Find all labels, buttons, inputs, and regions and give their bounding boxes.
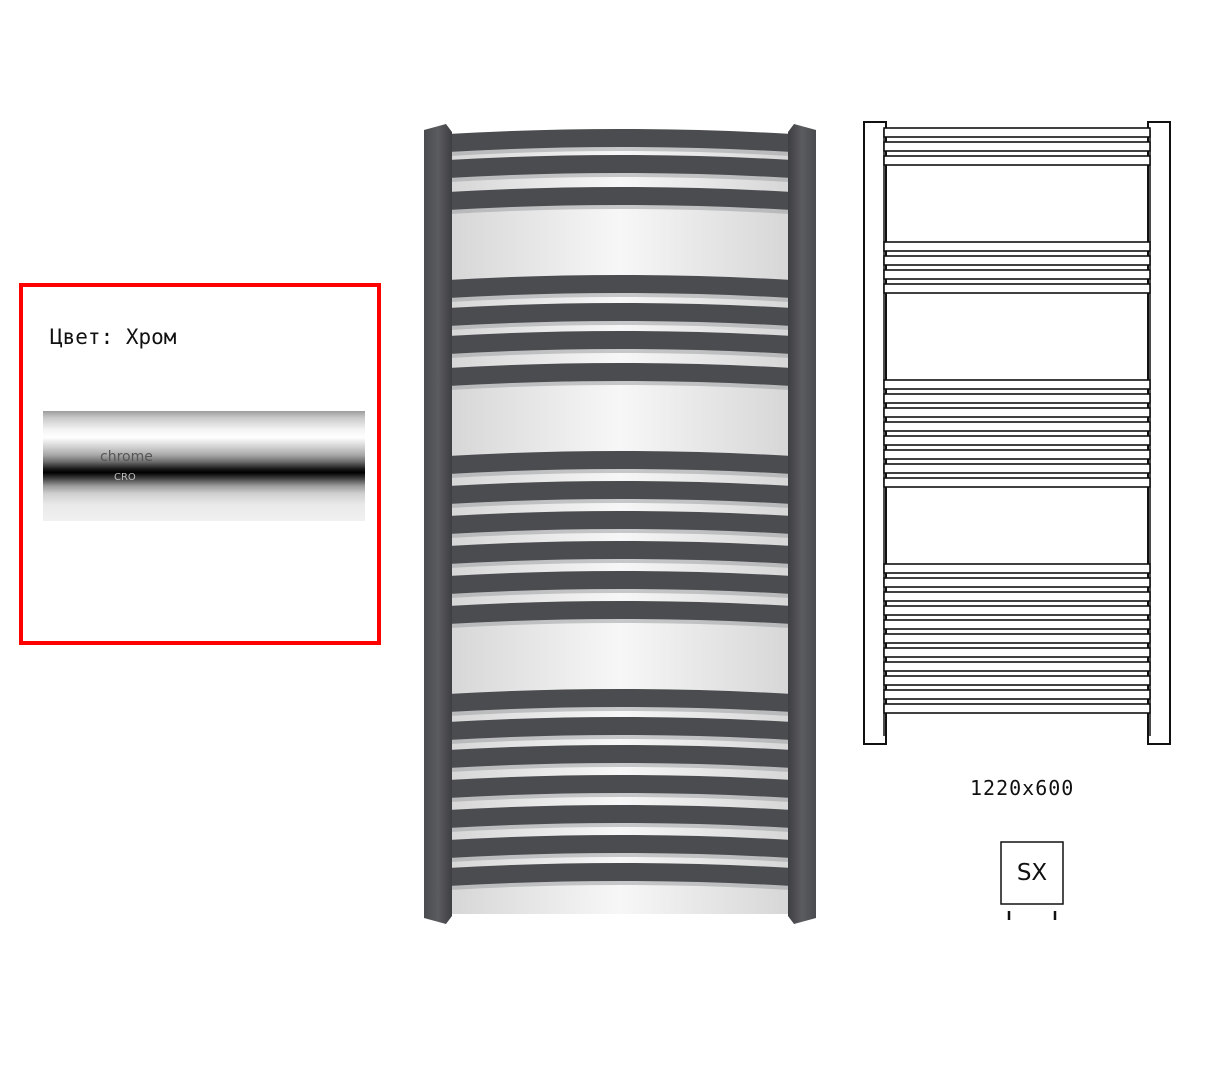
drawing-bar xyxy=(883,421,1151,432)
drawing-bar xyxy=(883,407,1151,418)
drawing-bar xyxy=(883,591,1151,602)
drawing-bar xyxy=(883,283,1151,294)
drawing-right-rail xyxy=(1147,121,1171,745)
radiator-bar xyxy=(448,745,792,768)
chrome-swatch: chrome CRO xyxy=(43,411,365,521)
drawing-bar xyxy=(883,563,1151,574)
radiator-bar xyxy=(448,363,792,386)
radiator-bar xyxy=(448,775,792,798)
radiator-right-rail xyxy=(788,124,816,924)
drawing-left-rail xyxy=(863,121,887,745)
connection-label: SX xyxy=(1016,860,1048,886)
drawing-bar xyxy=(883,127,1151,138)
radiator-bar xyxy=(448,303,792,326)
drawing-bar xyxy=(883,393,1151,404)
radiator-bar xyxy=(448,129,792,152)
radiator-left-rail xyxy=(424,124,452,924)
radiator-bar xyxy=(448,331,792,354)
radiator-bar xyxy=(448,805,792,828)
drawing-bar xyxy=(883,155,1151,166)
connection-icon xyxy=(1000,841,1064,920)
drawing-bar xyxy=(883,577,1151,588)
radiator-bar xyxy=(448,275,792,298)
color-panel: Цвет: Хром chrome CRO xyxy=(19,283,381,645)
drawing-bar xyxy=(883,689,1151,700)
radiator-bar xyxy=(448,187,792,210)
color-label: Цвет: Хром xyxy=(50,325,177,349)
drawing-bar xyxy=(883,435,1151,446)
radiator-bar xyxy=(448,511,792,534)
drawing-bar xyxy=(883,647,1151,658)
drawing-bar xyxy=(883,379,1151,390)
size-label: 1220x600 xyxy=(970,776,1075,800)
radiator-bar xyxy=(448,863,792,886)
radiator-bar xyxy=(448,601,792,624)
drawing-bar xyxy=(883,477,1151,488)
swatch-name: chrome xyxy=(100,449,153,465)
drawing-bar xyxy=(883,241,1151,252)
radiator-bar xyxy=(448,451,792,474)
radiator-product-image xyxy=(424,124,816,924)
radiator-bar xyxy=(448,689,792,712)
radiator-bars xyxy=(448,129,792,890)
radiator-bar xyxy=(448,571,792,594)
drawing-bar xyxy=(883,703,1151,714)
drawing-bar xyxy=(883,463,1151,474)
radiator-bar xyxy=(448,155,792,178)
drawing-bar xyxy=(883,255,1151,266)
drawing-bar xyxy=(883,269,1151,280)
radiator-bar xyxy=(448,717,792,740)
radiator-technical-drawing xyxy=(863,121,1171,745)
drawing-bar xyxy=(883,661,1151,672)
radiator-bar xyxy=(448,835,792,858)
drawing-bar xyxy=(883,619,1151,630)
radiator-bar xyxy=(448,541,792,564)
swatch-code: CRO xyxy=(114,472,136,483)
radiator-bar xyxy=(448,481,792,504)
drawing-bar xyxy=(883,675,1151,686)
drawing-bar xyxy=(883,449,1151,460)
drawing-bar xyxy=(883,141,1151,152)
drawing-bar xyxy=(883,605,1151,616)
drawing-bars xyxy=(883,127,1151,714)
drawing-bar xyxy=(883,633,1151,644)
